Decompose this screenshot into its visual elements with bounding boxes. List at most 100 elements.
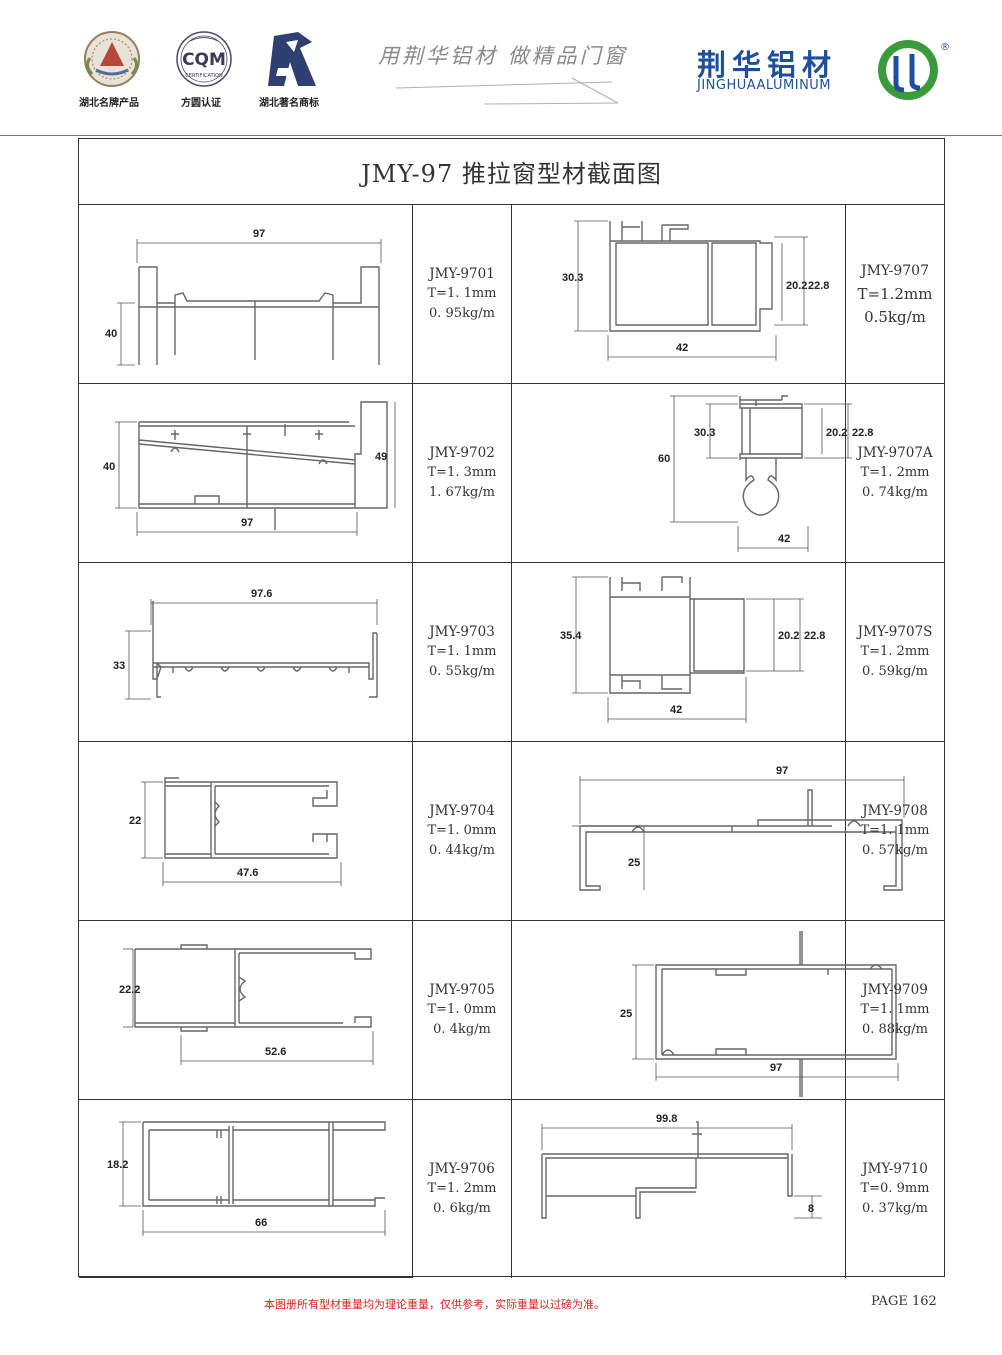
- slogan-underline-icon: [395, 77, 619, 105]
- section-drawing-9709: 25 97: [620, 931, 899, 1097]
- spec-9707s: JMY-9707S T=1. 2mm 0. 59kg/m: [846, 563, 944, 742]
- dim-label: 40: [105, 328, 117, 340]
- profile-code: JMY-9708: [862, 803, 928, 819]
- dim-label: 99.8: [656, 1113, 677, 1125]
- registered-mark: ®: [940, 42, 950, 53]
- profile-thickness: T=1. 1mm: [427, 286, 497, 301]
- section-drawing-9707a: 60 30.3 20.2 22.8 42: [658, 395, 873, 552]
- dim-label: 30.3: [562, 272, 583, 284]
- brand-name-cn: 荆华铝材: [697, 48, 838, 82]
- cqm-logo-text: CQM: [182, 50, 226, 70]
- trademark-logo-icon: [268, 32, 316, 86]
- dim-label: 97: [241, 517, 253, 529]
- brand-name-en: JINGHUAALUMINUM: [697, 78, 832, 93]
- spec-9702: JMY-9702 T=1. 3mm 1. 67kg/m: [413, 384, 512, 563]
- dim-label: 42: [778, 533, 790, 545]
- spec-9709: JMY-9709 T=1. 1mm 0. 88kg/m: [846, 921, 944, 1100]
- profile-drawing-9701: 97 40: [79, 205, 413, 384]
- dim-label: 42: [670, 704, 682, 716]
- dim-label: 25: [628, 857, 640, 869]
- dim-label: 97.6: [251, 588, 272, 600]
- dim-label: 22.8: [808, 280, 829, 292]
- section-drawing-9710: 99.8 8: [541, 1113, 822, 1219]
- dim-label: 40: [103, 461, 115, 473]
- profile-code: JMY-9704: [429, 803, 495, 819]
- profile-weight: 0. 37kg/m: [862, 1201, 928, 1216]
- profile-thickness: T=1. 1mm: [860, 1002, 930, 1017]
- section-drawing-9703: 97.6 33: [113, 588, 378, 700]
- profile-drawing-9709: 25 97: [512, 921, 899, 1100]
- dim-label: 47.6: [237, 867, 258, 879]
- profile-thickness: T=1. 1mm: [427, 644, 497, 659]
- profile-weight: 1. 67kg/m: [429, 485, 495, 500]
- dim-label: 52.6: [265, 1046, 286, 1058]
- profile-drawing-9710: 99.8 8: [512, 1100, 846, 1278]
- section-drawing-table: JMY-97 推拉窗型材截面图 97 40 JMY-9701 T=1. 1mm …: [78, 138, 945, 1278]
- dim-label: 30.3: [694, 427, 715, 439]
- dim-label: 66: [255, 1217, 267, 1229]
- dim-label: 20.2: [826, 427, 847, 439]
- dim-label: 22.8: [804, 630, 825, 642]
- dim-label: 8: [808, 1203, 814, 1215]
- profile-code: JMY-9701: [429, 266, 495, 282]
- profile-thickness: T=1. 0mm: [427, 1002, 497, 1017]
- spec-9710: JMY-9710 T=0. 9mm 0. 37kg/m: [846, 1100, 944, 1278]
- profile-thickness: T=1. 0mm: [427, 823, 497, 838]
- profile-drawing-9706: 18.2 66: [79, 1100, 413, 1278]
- profile-thickness: T=1. 2mm: [860, 644, 930, 659]
- cqm-logo-icon: CQM CERTIFICATION: [176, 31, 232, 87]
- dim-label: 33: [113, 660, 125, 672]
- profile-thickness: T=1. 2mm: [427, 1181, 497, 1196]
- dim-label: 35.4: [560, 630, 582, 642]
- profile-drawing-9707: 30.3 20.2 22.8 42: [512, 205, 846, 384]
- dim-label: 97: [776, 765, 788, 777]
- dim-label: 97: [253, 228, 265, 240]
- spec-9707: JMY-9707 T=1.2mm 0.5kg/m: [846, 205, 944, 384]
- dim-label: 20.2: [786, 280, 807, 292]
- profile-drawing-9702: 97 40 49: [79, 384, 413, 563]
- spec-9708: JMY-9708 T=1. 1mm 0. 57kg/m: [846, 742, 944, 921]
- hubei-brand-badge: [72, 28, 152, 94]
- profile-weight: 0. 57kg/m: [862, 843, 928, 858]
- dim-label: 42: [676, 342, 688, 354]
- profile-weight: 0. 88kg/m: [862, 1022, 928, 1037]
- cqm-logo-subtext: CERTIFICATION: [185, 73, 223, 79]
- profile-thickness: T=1. 3mm: [427, 465, 497, 480]
- profile-weight: 0. 95kg/m: [429, 306, 495, 321]
- profile-code: JMY-9707: [860, 262, 929, 279]
- dim-label: 20.2: [778, 630, 799, 642]
- dim-label: 60: [658, 453, 670, 465]
- dim-label: 22.2: [119, 984, 140, 996]
- dim-label: 25: [620, 1008, 632, 1020]
- badge-label: 湖北名牌产品: [79, 98, 139, 109]
- profile-code: JMY-9703: [429, 624, 495, 640]
- profile-thickness: T=1. 1mm: [860, 823, 930, 838]
- profile-code: JMY-9709: [862, 982, 928, 998]
- section-drawing-9707: 30.3 20.2 22.8 42: [562, 220, 829, 361]
- profile-code: JMY-9706: [429, 1161, 495, 1177]
- spec-9704: JMY-9704 T=1. 0mm 0. 44kg/m: [413, 742, 512, 921]
- spec-9703: JMY-9703 T=1. 1mm 0. 55kg/m: [413, 563, 512, 742]
- spec-9706: JMY-9706 T=1. 2mm 0. 6kg/m: [413, 1100, 512, 1278]
- profile-weight: 0.5kg/m: [864, 307, 926, 326]
- profile-weight: 0. 44kg/m: [429, 843, 495, 858]
- section-drawing-9702: 97 40 49: [103, 401, 396, 536]
- profile-drawing-9707s: 35.4 20.2 22.8 42: [512, 563, 846, 742]
- profile-weight: 0. 6kg/m: [433, 1201, 491, 1216]
- header-divider: [0, 135, 1002, 136]
- profile-code: JMY-9710: [862, 1161, 928, 1177]
- page-number: PAGE 162: [871, 1294, 937, 1309]
- section-drawing-9708: 97 25: [572, 765, 905, 891]
- profile-thickness: T=1.2mm: [857, 284, 933, 303]
- section-drawing-9705: 22.2 52.6: [119, 944, 374, 1065]
- section-drawing-9701: 97 40: [105, 228, 382, 366]
- dim-label: 22.8: [852, 427, 873, 439]
- spec-9705: JMY-9705 T=1. 0mm 0. 4kg/m: [413, 921, 512, 1100]
- profile-thickness: T=1. 2mm: [860, 465, 930, 480]
- profile-code: JMY-9707S: [857, 624, 933, 640]
- profile-weight: 0. 74kg/m: [862, 485, 928, 500]
- dim-label: 18.2: [107, 1159, 128, 1171]
- dim-label: 22: [129, 815, 141, 827]
- dim-label: 49: [375, 451, 387, 463]
- section-drawing-9706: 18.2 66: [107, 1121, 386, 1236]
